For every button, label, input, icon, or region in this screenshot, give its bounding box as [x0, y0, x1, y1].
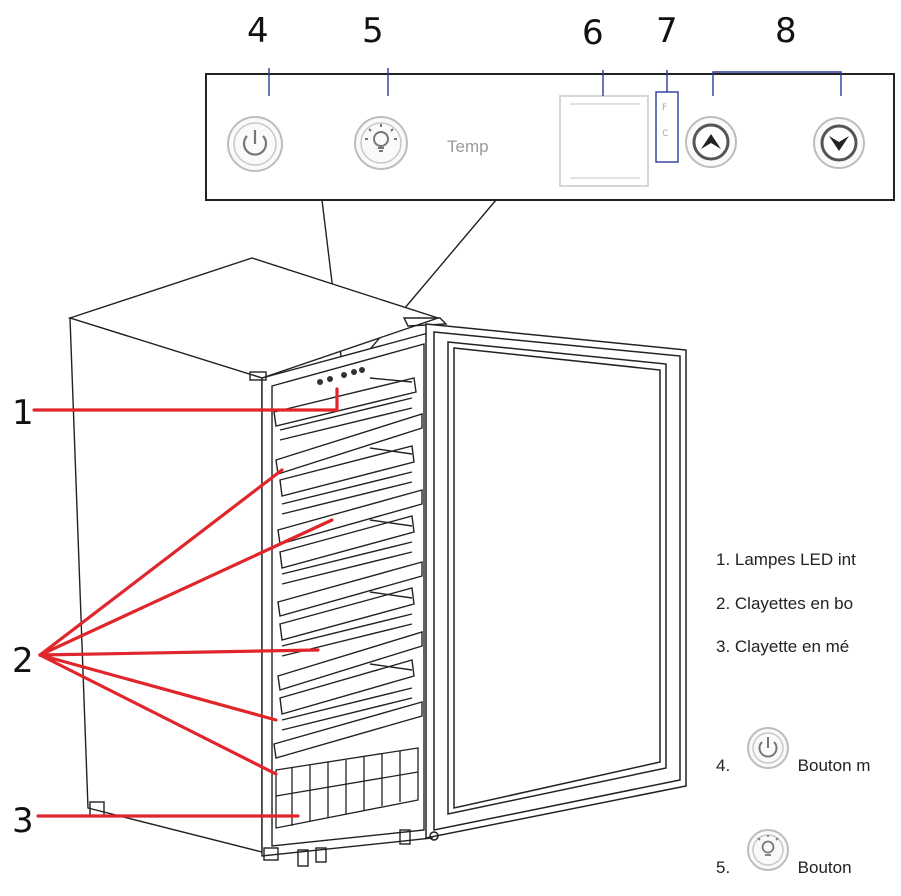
legend-item-3: 3. Clayette en mé: [716, 637, 850, 656]
legend-item-4: 4. Bouton m: [716, 726, 870, 776]
legend-item-5-text: Bouton: [797, 858, 852, 877]
legend-item-1: 1. Lampes LED int: [716, 550, 856, 569]
legend-item-5: 5. Bouton: [716, 828, 852, 878]
control-panel-zoom: Temp F C: [205, 68, 895, 374]
power-icon: [746, 727, 789, 769]
callout-8: 8: [775, 11, 797, 51]
unit-c-label: C: [662, 129, 668, 139]
light-bulb-icon: [365, 124, 397, 152]
temperature-display: [559, 95, 649, 187]
arrow-down-icon: [829, 136, 849, 151]
unit-f-label: F: [662, 103, 667, 113]
light-button[interactable]: [354, 116, 408, 170]
callout-7: 7: [656, 11, 678, 51]
legend-item-2: 2. Clayettes en bo: [716, 594, 854, 613]
legend-item-5-number: 5.: [716, 858, 731, 877]
temp-down-button[interactable]: [813, 117, 865, 169]
light-bulb-icon: [746, 829, 789, 871]
legend-item-4-number: 4.: [716, 756, 731, 775]
callout-4: 4: [247, 11, 269, 51]
glass-door: [425, 323, 687, 841]
callout-5: 5: [362, 11, 384, 51]
callout-2: 2: [12, 641, 34, 681]
power-icon: [242, 130, 268, 156]
callout-1: 1: [12, 393, 34, 433]
arrow-up-icon: [701, 134, 721, 149]
panel-leaders: [268, 68, 842, 96]
metal-shelf: [275, 747, 419, 829]
frame-controls: [317, 367, 365, 385]
legend-item-4-text: Bouton m: [797, 756, 871, 775]
wine-cooler-cabinet: [67, 257, 448, 867]
callout-3: 3: [12, 801, 34, 841]
power-button[interactable]: [227, 116, 283, 172]
red-leaders: [32, 387, 339, 818]
temp-label: Temp: [447, 137, 489, 156]
temp-up-button[interactable]: [685, 116, 737, 168]
callout-6: 6: [582, 13, 604, 53]
